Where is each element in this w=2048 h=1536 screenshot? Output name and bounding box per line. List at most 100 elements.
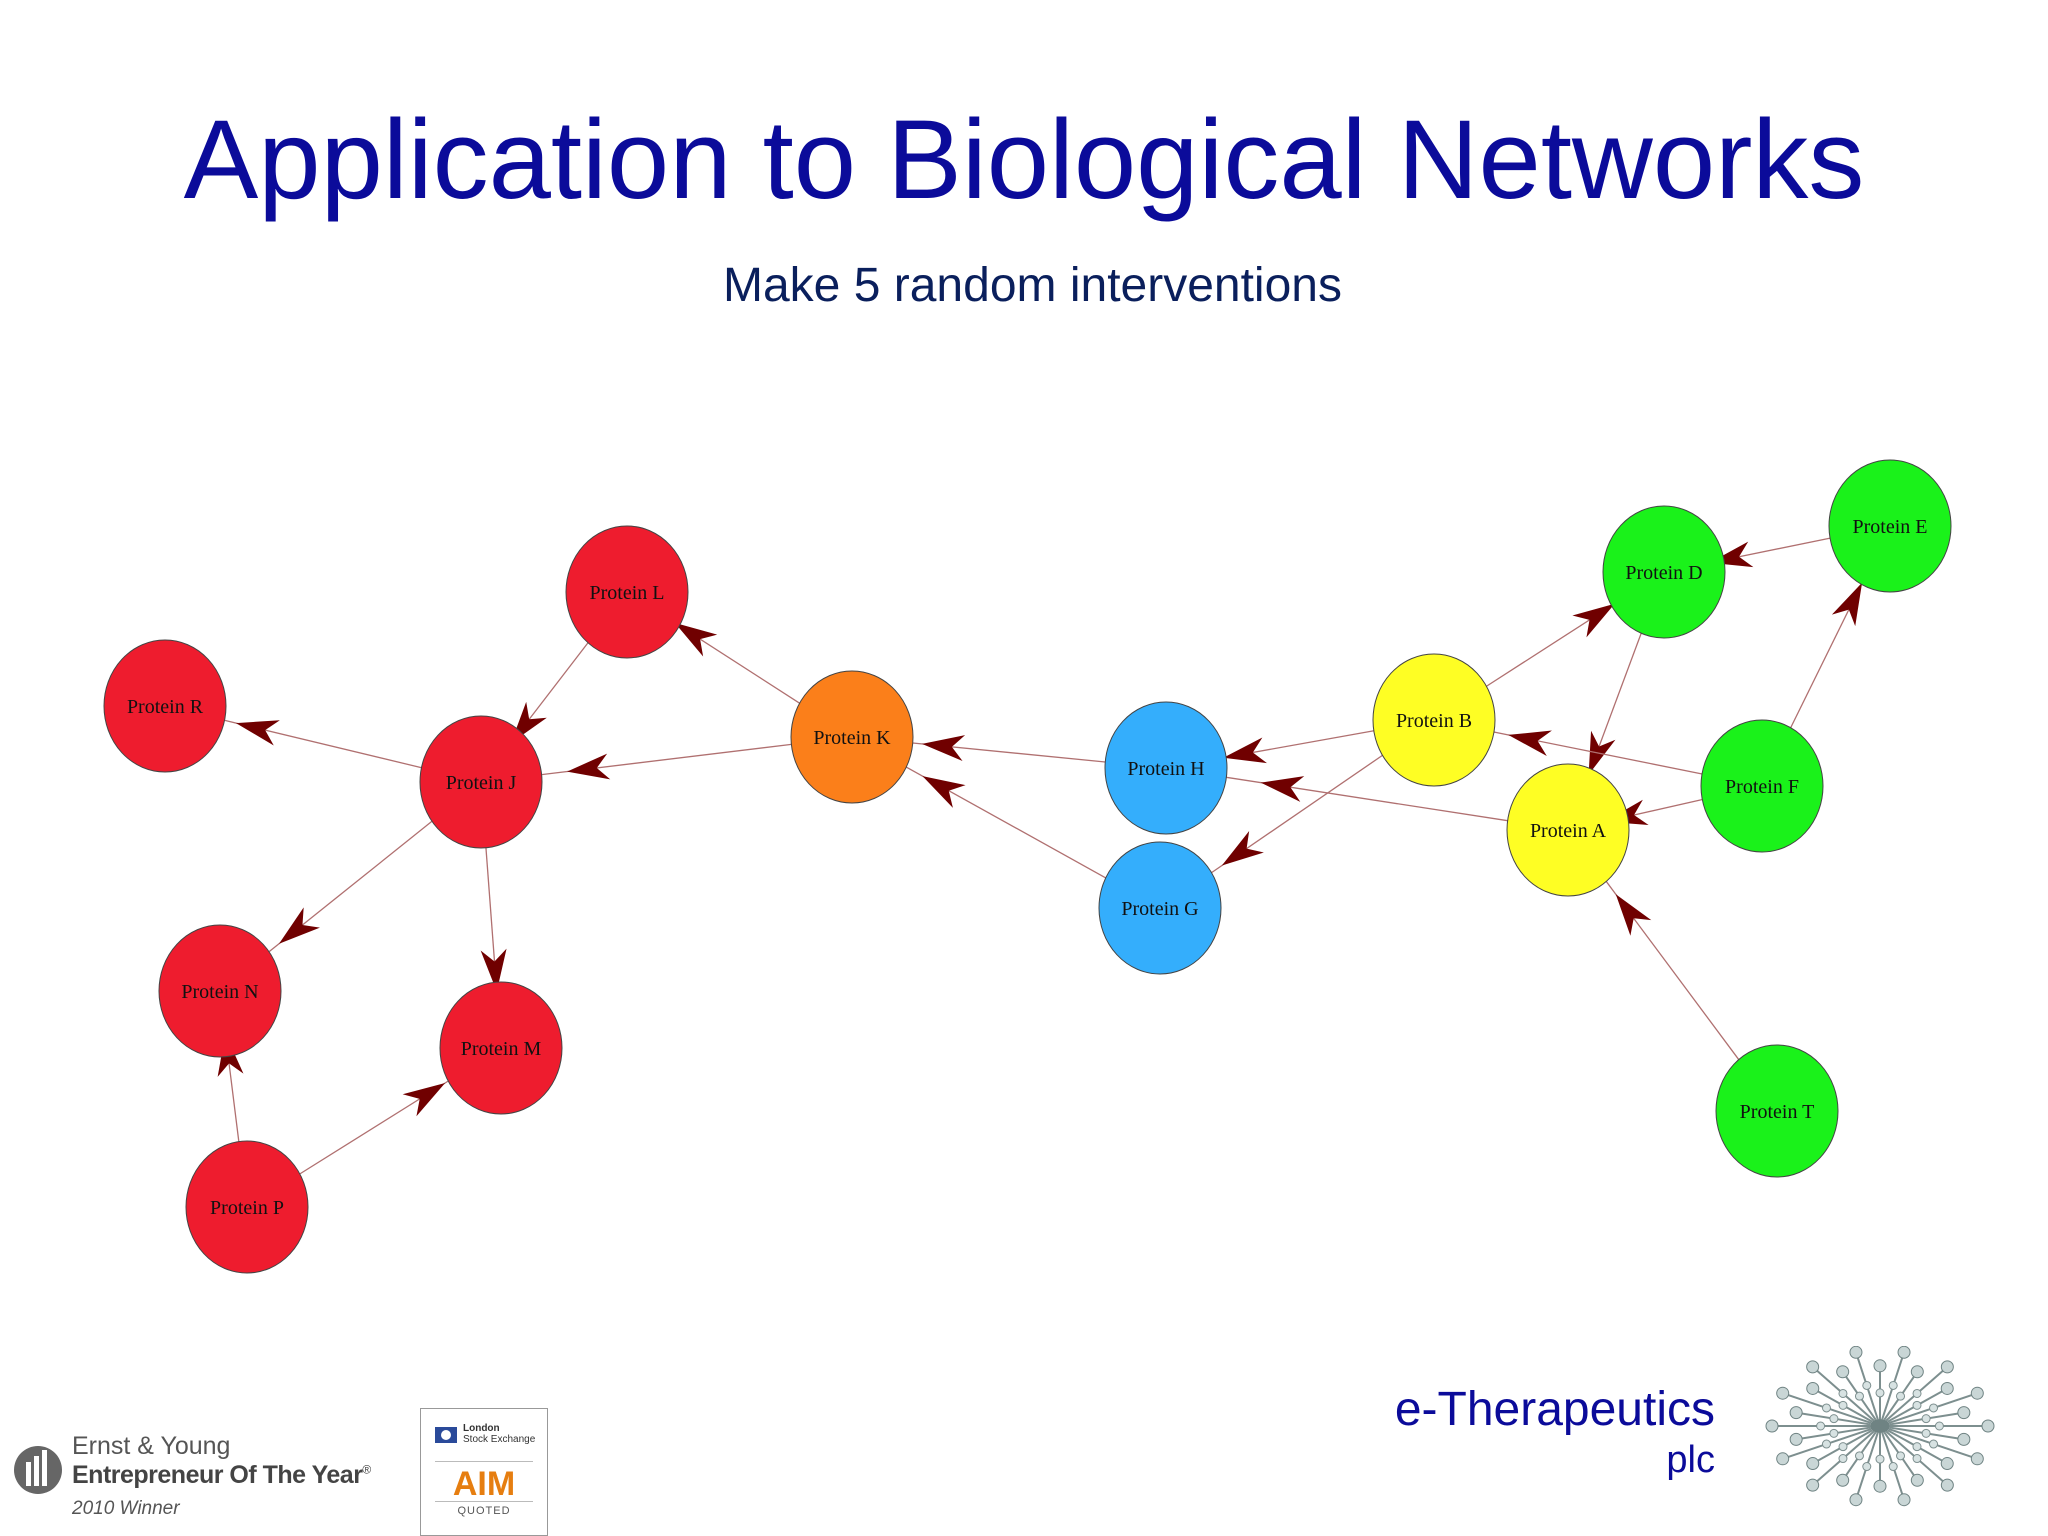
- logo-dot: [1836, 1473, 1850, 1487]
- node-circle: [158, 924, 282, 1058]
- arrowhead-B-H: [1223, 737, 1267, 764]
- lse-crest-icon: [435, 1427, 457, 1443]
- arrowhead-B-G: [1221, 831, 1264, 866]
- logo-dot: [1821, 1403, 1831, 1413]
- edge-F-A: [1627, 798, 1703, 818]
- logo-dot: [1970, 1386, 1984, 1400]
- node-label: Protein H: [1127, 758, 1204, 780]
- logo-dot: [1854, 1451, 1864, 1461]
- logo-dot: [1776, 1386, 1790, 1400]
- logo-dot: [1776, 1452, 1790, 1466]
- logo-dot: [1981, 1419, 1995, 1433]
- arrowhead-H-K: [922, 735, 966, 761]
- company-logo: [1765, 1346, 1995, 1507]
- arrowhead-A-H: [1260, 776, 1305, 802]
- node-protein-b: Protein B: [1372, 653, 1496, 787]
- logo-dot: [1912, 1388, 1922, 1398]
- node-label: Protein J: [446, 772, 517, 794]
- node-protein-g: Protein G: [1098, 841, 1222, 975]
- logo-dot: [1921, 1428, 1931, 1438]
- logo-dot: [1849, 1493, 1863, 1507]
- logo-dot: [1896, 1451, 1906, 1461]
- logo-dot: [1854, 1391, 1864, 1401]
- logo-dot: [1838, 1454, 1848, 1464]
- logo-dot: [1940, 1478, 1954, 1492]
- award-title: Entrepreneur Of The Year®: [72, 1461, 371, 1489]
- node-label: Protein B: [1396, 710, 1472, 732]
- node-circle: [1700, 719, 1824, 853]
- node-label: Protein N: [181, 981, 258, 1003]
- company-brand: e-Therapeutics plc: [1395, 1382, 1715, 1482]
- logo-dot: [1836, 1365, 1850, 1379]
- node-label: Protein F: [1725, 776, 1799, 798]
- logo-dot: [1806, 1457, 1820, 1471]
- logo-dot: [1873, 1359, 1887, 1373]
- arrowhead-K-J: [567, 753, 611, 780]
- award-firm: Ernst & Young: [72, 1432, 231, 1460]
- node-circle: [1506, 763, 1630, 897]
- logo-dot: [1789, 1432, 1803, 1446]
- node-circle: [1104, 701, 1228, 835]
- edge-L-J: [517, 639, 591, 735]
- node-label: Protein R: [127, 696, 204, 718]
- logo-dot: [1821, 1439, 1831, 1449]
- aim-exchange: London Stock Exchange: [463, 1423, 536, 1445]
- logo-dot: [1896, 1391, 1906, 1401]
- node-circle: [1602, 505, 1726, 639]
- logo-dot: [1765, 1419, 1779, 1433]
- arrowhead-T-A: [1615, 894, 1652, 936]
- arrowhead-G-K: [922, 776, 966, 808]
- logo-dot: [1838, 1388, 1848, 1398]
- logo-dot: [1921, 1414, 1931, 1424]
- arrowhead-J-R: [235, 720, 280, 746]
- logo-dot: [1912, 1400, 1922, 1410]
- logo-dot: [1910, 1365, 1924, 1379]
- logo-dot: [1912, 1442, 1922, 1452]
- arrowhead-K-L: [674, 622, 718, 657]
- node-protein-j: Protein J: [419, 715, 543, 849]
- logo-dot: [1873, 1479, 1887, 1493]
- award-year: 2010 Winner: [72, 1498, 180, 1519]
- logo-dot: [1970, 1452, 1984, 1466]
- node-protein-a: Protein A: [1506, 763, 1630, 897]
- arrowhead-D-A: [1588, 730, 1616, 775]
- node-circle: [419, 715, 543, 849]
- logo-dot: [1929, 1439, 1939, 1449]
- logo-dot: [1829, 1414, 1839, 1424]
- arrowhead-P-M: [402, 1082, 446, 1117]
- node-protein-n: Protein N: [158, 924, 282, 1058]
- logo-dot: [1897, 1346, 1911, 1359]
- logo-hub: [1870, 1419, 1890, 1433]
- logo-dot: [1875, 1454, 1885, 1464]
- edge-P-N: [226, 1051, 241, 1147]
- edge-E-D: [1723, 537, 1831, 561]
- logo-dot: [1862, 1380, 1872, 1390]
- node-label: Protein T: [1740, 1101, 1815, 1123]
- node-protein-d: Protein D: [1602, 505, 1726, 639]
- brand-suffix: plc: [1666, 1439, 1715, 1481]
- node-circle: [439, 981, 563, 1115]
- node-label: Protein L: [590, 582, 665, 604]
- arrowhead-F-B: [1508, 730, 1552, 756]
- arrowhead-J-N: [279, 907, 320, 944]
- node-circle: [565, 525, 689, 659]
- arrowhead-J-M: [480, 948, 507, 992]
- logo-dot: [1806, 1478, 1820, 1492]
- logo-dot: [1940, 1381, 1954, 1395]
- award-bars-icon: [14, 1446, 62, 1494]
- node-protein-m: Protein M: [439, 981, 563, 1115]
- logo-dot: [1888, 1380, 1898, 1390]
- node-circle: [1098, 841, 1222, 975]
- logo-dot: [1838, 1400, 1848, 1410]
- arrowhead-F-E: [1831, 582, 1863, 627]
- slide-title: Application to Biological Networks: [183, 97, 1865, 222]
- logo-dot: [1910, 1473, 1924, 1487]
- starburst-logo-icon: [1765, 1346, 1995, 1507]
- registered-mark: ®: [362, 1462, 371, 1477]
- node-label: Protein G: [1121, 898, 1198, 920]
- node-circle: [185, 1140, 309, 1274]
- slide-subtitle: Make 5 random interventions: [723, 259, 1342, 312]
- logo-dot: [1912, 1454, 1922, 1464]
- logo-dot: [1934, 1421, 1944, 1431]
- logo-dot: [1829, 1428, 1839, 1438]
